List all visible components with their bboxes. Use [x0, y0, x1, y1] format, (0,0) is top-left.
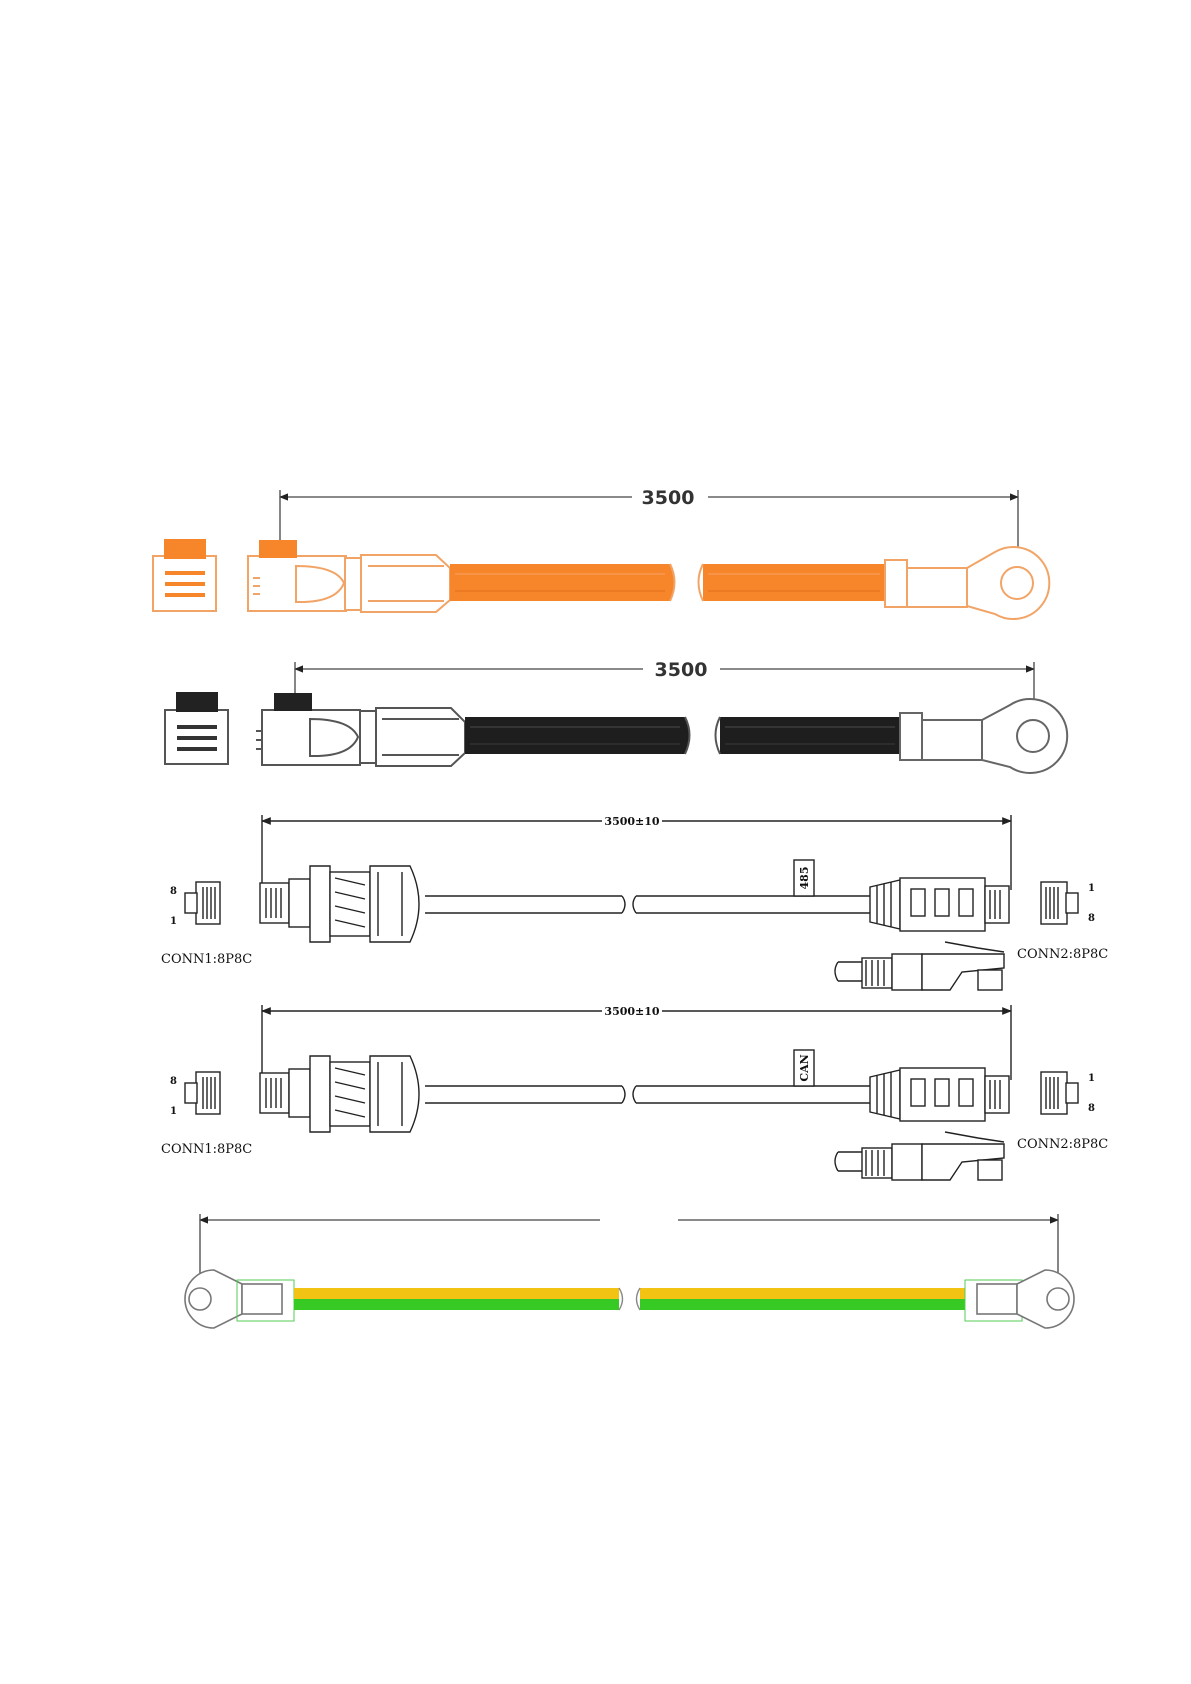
conn1-pin-bottom: 1 [170, 916, 177, 927]
rj45-side-view-icon [835, 942, 1004, 990]
power-plug-icon [153, 540, 216, 611]
positive-plug-housing [248, 541, 450, 612]
power-plug-icon [165, 693, 228, 764]
ring-terminal-icon [185, 1270, 294, 1328]
rs485-cable-body [425, 896, 870, 913]
ground-cable-body [294, 1288, 965, 1310]
negative-cable-body [465, 717, 900, 754]
negative-plug-housing [256, 694, 465, 766]
rs485-length-label: 3500±10 [604, 815, 659, 828]
ring-terminal-icon [885, 547, 1049, 619]
can-tag-label: CAN [798, 1054, 811, 1081]
rj45-plug-icon [185, 882, 220, 924]
positive-power-cable: 3500 [153, 487, 1049, 619]
negative-length-label: 3500 [655, 659, 708, 681]
ground-dimension-line [200, 1214, 1058, 1300]
rj45-plug-icon [1041, 882, 1078, 924]
rj45-plug-icon [870, 878, 1009, 931]
waterproof-gland-icon [260, 866, 419, 942]
positive-length-label: 3500 [642, 487, 695, 509]
conn1-pin-top: 8 [170, 1076, 177, 1087]
positive-cable-body [450, 564, 885, 601]
rj45-plug-icon [870, 1068, 1009, 1121]
conn2-pin-bottom: 8 [1088, 913, 1095, 924]
ring-terminal-icon [900, 699, 1067, 773]
conn2-label: CONN2:8P8C [1017, 947, 1108, 962]
conn2-pin-top: 1 [1088, 1073, 1095, 1084]
conn1-label: CONN1:8P8C [161, 952, 252, 967]
conn2-label: CONN2:8P8C [1017, 1137, 1108, 1152]
conn2-pin-top: 1 [1088, 883, 1095, 894]
can-cable-body [425, 1086, 870, 1103]
conn1-pin-bottom: 1 [170, 1106, 177, 1117]
can-length-label: 3500±10 [604, 1005, 659, 1018]
rs485-tag-label: 485 [798, 867, 811, 890]
conn1-label: CONN1:8P8C [161, 1142, 252, 1157]
conn1-pin-top: 8 [170, 886, 177, 897]
rs485-communication-cable: 3500±10 8 1 CONN1:8P8C [161, 814, 1108, 990]
negative-power-cable: 3500 [165, 659, 1067, 773]
rj45-side-view-icon [835, 1132, 1004, 1180]
rj45-plug-icon [185, 1072, 220, 1114]
conn2-pin-bottom: 8 [1088, 1103, 1095, 1114]
can-communication-cable: 3500±10 8 1 CONN1:8P8C [161, 1004, 1108, 1180]
rj45-plug-icon [1041, 1072, 1078, 1114]
waterproof-gland-icon [260, 1056, 419, 1132]
ground-cable [185, 1214, 1074, 1328]
ring-terminal-icon [965, 1270, 1074, 1328]
